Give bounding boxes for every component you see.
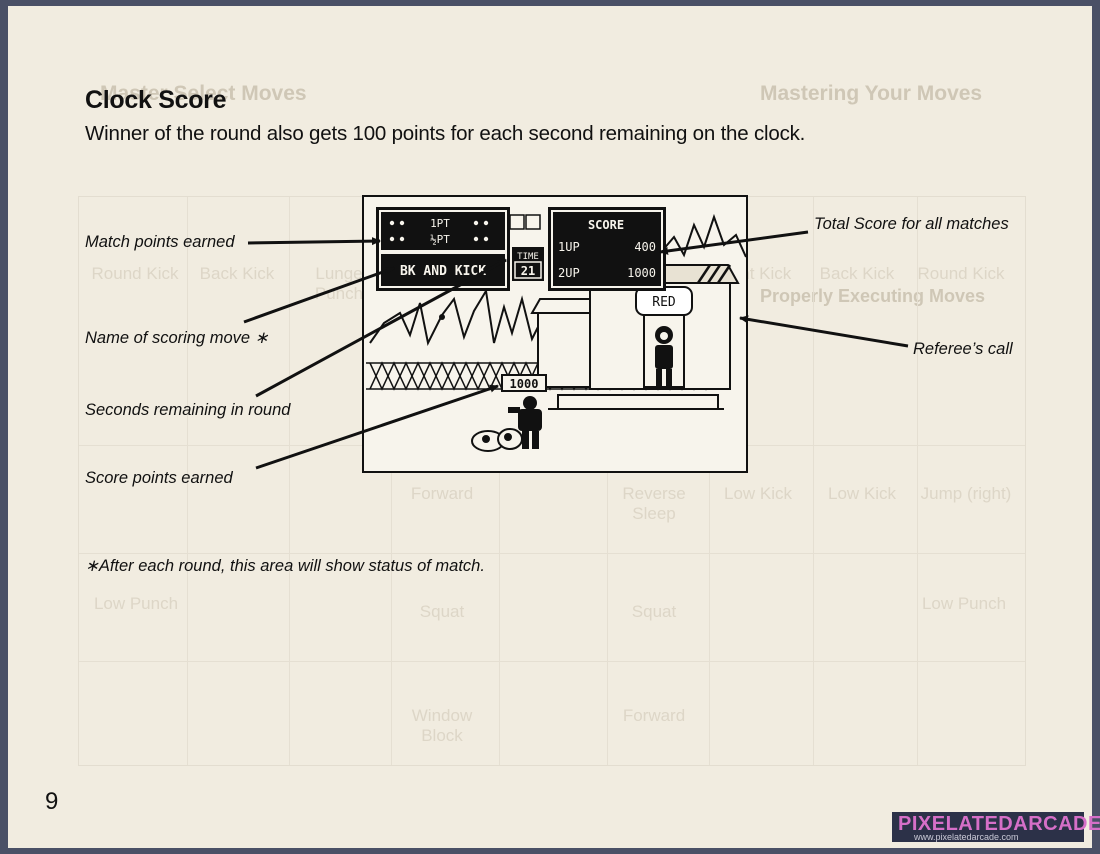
callout-seconds-remaining: Seconds remaining in round bbox=[85, 401, 291, 419]
watermark-url: www.pixelatedarcade.com bbox=[914, 832, 1019, 842]
ghost-heading-2: Properly Executing Moves bbox=[760, 286, 986, 306]
footnote: ∗After each round, this area will show s… bbox=[85, 557, 485, 575]
match-point-1: 1PT bbox=[430, 217, 450, 230]
p1-score: 400 bbox=[634, 240, 656, 254]
p2-label: 2UP bbox=[558, 266, 580, 280]
page-title: Clock Score bbox=[85, 86, 227, 114]
ghost-cell: Jump (right) bbox=[920, 484, 1012, 503]
match-point-2: ½PT bbox=[430, 233, 450, 246]
callout-total-score: Total Score for all matches bbox=[814, 215, 1009, 233]
arrow-scoring-move bbox=[243, 266, 395, 324]
ghost-cell: Low Punch bbox=[921, 594, 1007, 613]
mountain-line-left bbox=[369, 288, 553, 347]
manual-page: Master Select Moves Mastering Your Moves… bbox=[8, 6, 1092, 848]
ghost-cell: Low Kick bbox=[723, 484, 793, 503]
game-screen-illustration: RED 1000 bbox=[362, 195, 748, 473]
ghost-cell: Low Kick bbox=[827, 484, 897, 503]
p1-label: 1UP bbox=[558, 240, 580, 254]
arrow-total-score bbox=[659, 230, 809, 255]
hud-score-panel bbox=[548, 207, 666, 291]
page-subtitle: Winner of the round also gets 100 points… bbox=[85, 122, 806, 145]
arrow-referee-call bbox=[739, 315, 909, 348]
callout-referee-call: Referee’s call bbox=[913, 340, 1013, 358]
referee-figure bbox=[655, 326, 673, 389]
ghost-cell: Window Block bbox=[411, 706, 473, 745]
ghost-cell: Forward bbox=[622, 706, 686, 725]
page-number: 9 bbox=[45, 788, 59, 815]
callout-arrows bbox=[243, 230, 909, 470]
arrow-match-points bbox=[247, 237, 381, 246]
ghost-cell: Reverse Sleep bbox=[622, 484, 686, 523]
p2-score: 1000 bbox=[627, 266, 656, 280]
ghost-cell: Low Punch bbox=[93, 594, 179, 613]
ghost-heading-right: Mastering Your Moves bbox=[760, 82, 983, 105]
fallen-opponent bbox=[471, 428, 523, 452]
points-popup-text: 1000 bbox=[510, 377, 539, 391]
flag-box-2 bbox=[525, 214, 541, 230]
points-popup-box bbox=[501, 374, 547, 392]
score-label: SCORE bbox=[588, 218, 624, 232]
referee-call-text: RED bbox=[652, 295, 676, 310]
callout-match-points: Match points earned bbox=[85, 233, 235, 251]
ball-dot bbox=[439, 314, 445, 320]
arrow-score-points bbox=[255, 384, 499, 470]
fighter-figure bbox=[508, 396, 542, 449]
ghost-cell: Round Kick bbox=[91, 264, 179, 283]
callout-scoring-move: Name of scoring move ∗ bbox=[85, 329, 269, 347]
ghost-heading-left: Master Select Moves bbox=[100, 82, 307, 105]
ghost-cell: Forward bbox=[410, 484, 474, 503]
match-point-dots bbox=[389, 220, 489, 242]
time-label: TIME bbox=[517, 252, 539, 262]
ghost-cell: Back Kick bbox=[819, 264, 895, 283]
hud-left-panel bbox=[376, 207, 510, 291]
ghost-cell: Back Kick bbox=[199, 264, 275, 283]
arrow-seconds-remaining bbox=[255, 258, 507, 398]
hud-time-box bbox=[512, 247, 544, 281]
time-value: 21 bbox=[521, 264, 535, 278]
scoring-move-name: BK AND KICK bbox=[400, 264, 486, 279]
watermark-name: PIXELATEDARCADE bbox=[898, 813, 1100, 835]
ghost-cell: Lunge Punch bbox=[314, 264, 364, 303]
flag-box-1 bbox=[509, 214, 525, 230]
ghost-cell: Round Kick bbox=[917, 264, 1005, 283]
callout-score-points: Score points earned bbox=[85, 469, 233, 487]
watermark: PIXELATEDARCADE www.pixelatedarcade.com bbox=[892, 812, 1100, 842]
ghost-cell: Squat bbox=[419, 602, 465, 621]
ghost-cell: Squat bbox=[631, 602, 677, 621]
